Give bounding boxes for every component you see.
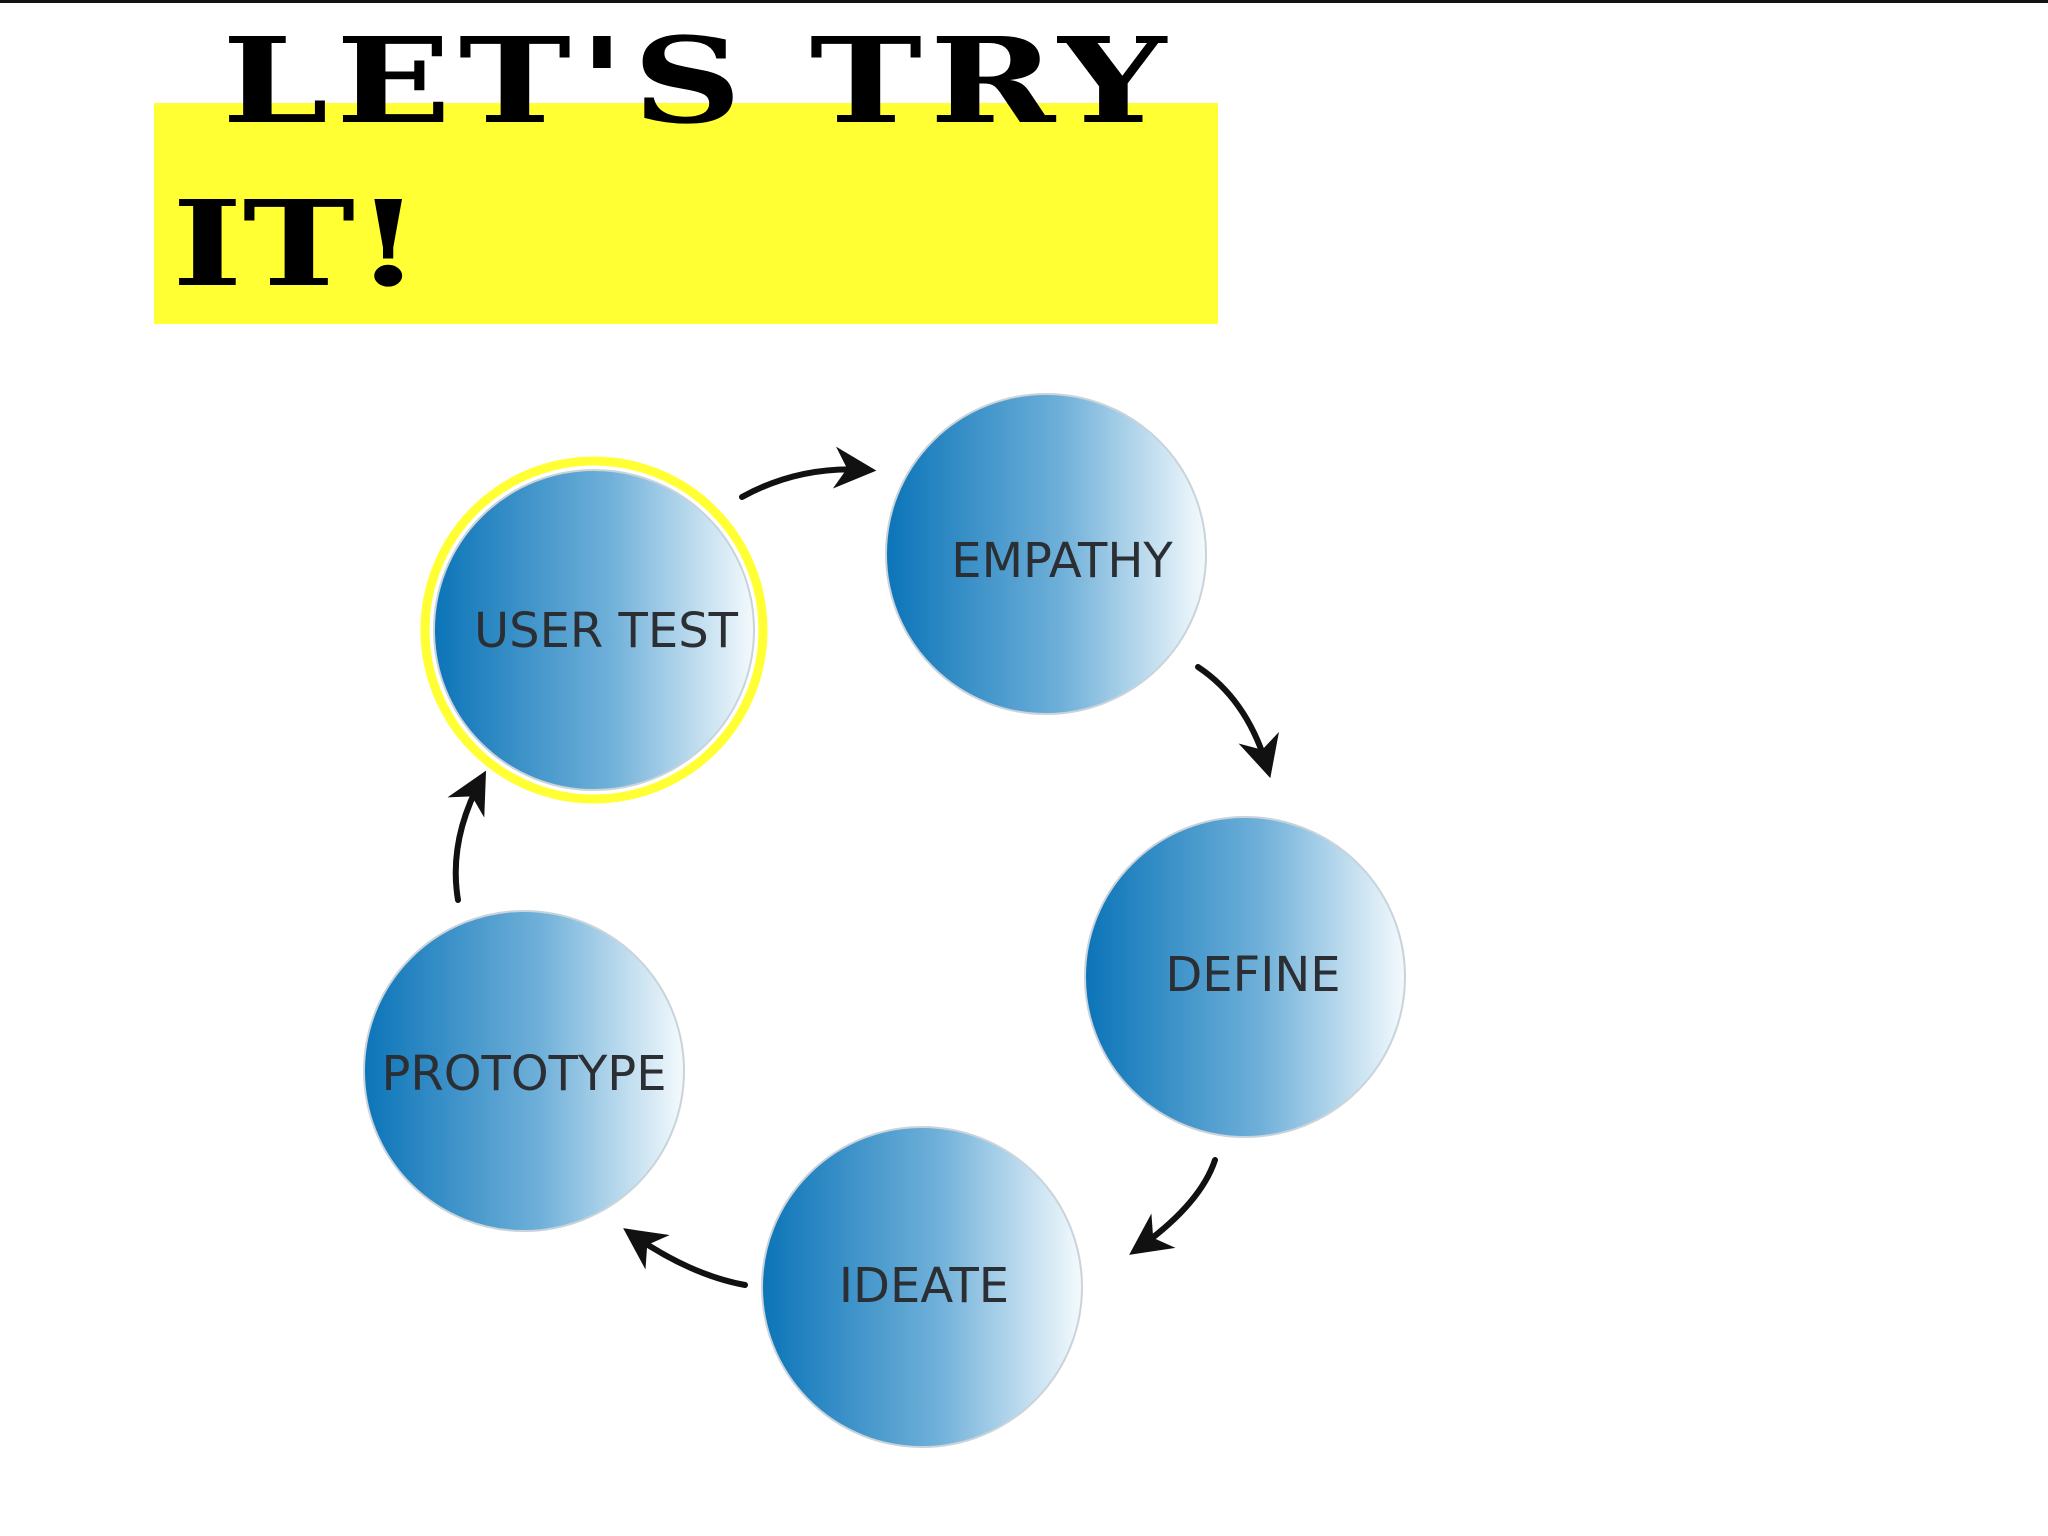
step-label-define: DEFINE [1165,947,1340,1003]
flow-arrow-prototype-to-user-test [447,770,487,903]
step-bubble [433,469,755,791]
flow-arrow-empathy-to-define [1195,664,1279,779]
cycle-step-ideate: IDEATE [761,1126,1083,1448]
step-bubble [363,910,685,1232]
cycle-step-define: DEFINE [1084,816,1406,1138]
step-bubble [761,1126,1083,1448]
step-label-empathy: EMPATHY [951,533,1173,589]
flow-arrow-define-to-ideate [1129,1157,1218,1255]
step-bubble [1084,816,1406,1138]
title-highlight-band [154,103,1218,324]
cycle-step-empathy: EMPATHY [885,393,1207,715]
flow-arrow-user-test-to-empathy [739,446,877,500]
flow-arrow-ideate-to-prototype [623,1228,748,1288]
highlight-ring [420,456,768,804]
top-rule [0,0,2048,3]
cycle-step-user-test: USER TEST [420,456,768,804]
slide-title-line-1: LET'S TRY [222,11,1174,150]
cycle-step-prototype: PROTOTYPE [363,910,685,1232]
slide-title-line-2: IT! [172,174,422,313]
step-label-ideate: IDEATE [839,1258,1009,1314]
step-bubble [885,393,1207,715]
step-label-prototype: PROTOTYPE [381,1046,666,1102]
step-label-user-test: USER TEST [474,603,739,659]
